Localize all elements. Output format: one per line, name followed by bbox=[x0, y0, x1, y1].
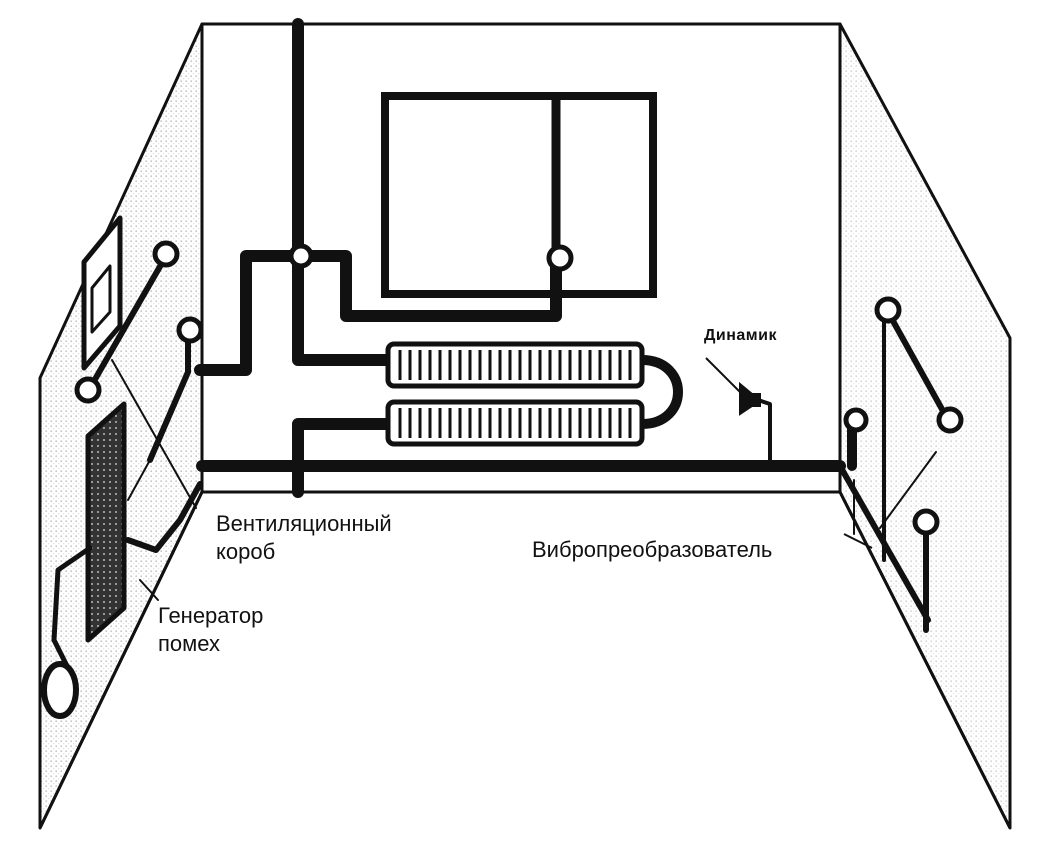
sensor-left-low bbox=[74, 376, 102, 404]
sensor-right-riser bbox=[843, 407, 869, 433]
window bbox=[381, 92, 657, 298]
left-wall-devices bbox=[41, 215, 203, 719]
sensor-left-top bbox=[152, 240, 180, 268]
speaker-icon bbox=[739, 381, 761, 416]
label-vent-duct: Вентиляционный короб bbox=[216, 510, 392, 566]
sensor-left-mid bbox=[176, 316, 204, 344]
label-vent-duct-line1: Вентиляционный bbox=[216, 511, 392, 536]
radiator-bend bbox=[641, 355, 683, 429]
floor-right-edge bbox=[838, 491, 1012, 829]
radiator-upper bbox=[385, 341, 645, 389]
label-noise-generator: Генератор помех bbox=[158, 602, 263, 658]
sensor-right-mid bbox=[936, 406, 964, 434]
radiator-lower bbox=[385, 399, 645, 447]
sensor-junction bbox=[288, 243, 314, 269]
sensor-right-top bbox=[874, 296, 902, 324]
leader-lines bbox=[705, 357, 873, 549]
sensors bbox=[74, 240, 964, 536]
label-vent-duct-line2: короб bbox=[216, 539, 276, 564]
label-noise-generator-line2: помех bbox=[158, 631, 221, 656]
label-vibro: Вибропреобразователь bbox=[532, 537, 773, 562]
sensor-right-low bbox=[912, 508, 940, 536]
label-speaker: Динамик bbox=[704, 327, 777, 344]
sensor-window bbox=[546, 244, 574, 272]
label-noise-generator-line1: Генератор bbox=[158, 603, 264, 628]
pipes bbox=[194, 18, 931, 623]
floor-left-edge bbox=[38, 491, 204, 829]
right-wall-devices bbox=[853, 309, 951, 633]
